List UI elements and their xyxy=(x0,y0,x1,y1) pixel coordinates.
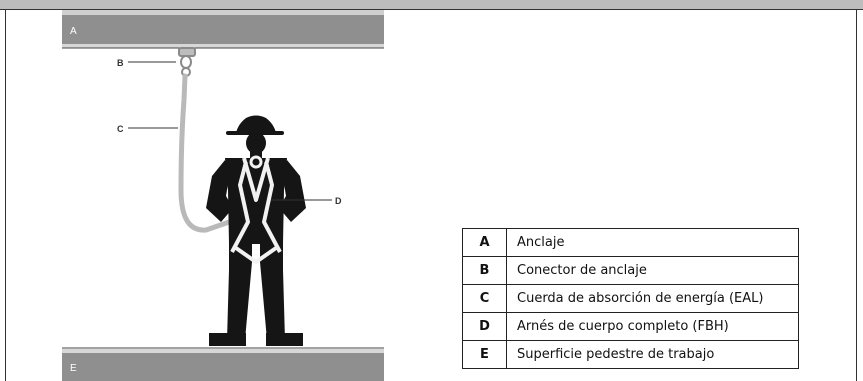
legend-row: D Arnés de cuerpo completo (FBH) xyxy=(462,312,799,341)
legend-key: B xyxy=(462,256,507,285)
label-a: A xyxy=(70,26,77,37)
legend-text: Conector de anclaje xyxy=(506,256,799,285)
anchor-beam xyxy=(62,10,384,49)
legend-row: A Anclaje xyxy=(462,228,799,257)
frame-right-border xyxy=(856,9,857,381)
legend-key: D xyxy=(462,312,507,341)
legend-row: E Superficie pedestre de trabajo xyxy=(462,340,799,369)
label-d: D xyxy=(335,196,342,206)
worker-silhouette xyxy=(206,115,306,346)
top-strip xyxy=(0,0,863,10)
legend-key: E xyxy=(462,340,507,369)
legend-text: Arnés de cuerpo completo (FBH) xyxy=(506,312,799,341)
legend-text: Cuerda de absorción de energía (EAL) xyxy=(506,284,799,313)
energy-absorbing-lanyard xyxy=(178,73,241,233)
anchor-connector xyxy=(178,47,196,77)
frame-left-border xyxy=(5,9,6,381)
legend-text: Anclaje xyxy=(506,228,799,257)
legend-key: A xyxy=(462,228,507,257)
legend-row: C Cuerda de absorción de energía (EAL) xyxy=(462,284,799,313)
walking-surface xyxy=(62,347,384,381)
full-body-harness xyxy=(230,155,282,264)
label-e: E xyxy=(70,363,77,374)
legend-table: A Anclaje B Conector de anclaje C Cuerda… xyxy=(462,228,799,369)
label-c: C xyxy=(117,124,124,134)
legend-row: B Conector de anclaje xyxy=(462,256,799,285)
legend-key: C xyxy=(462,284,507,313)
legend-text: Superficie pedestre de trabajo xyxy=(506,340,799,369)
label-b: B xyxy=(117,58,124,68)
